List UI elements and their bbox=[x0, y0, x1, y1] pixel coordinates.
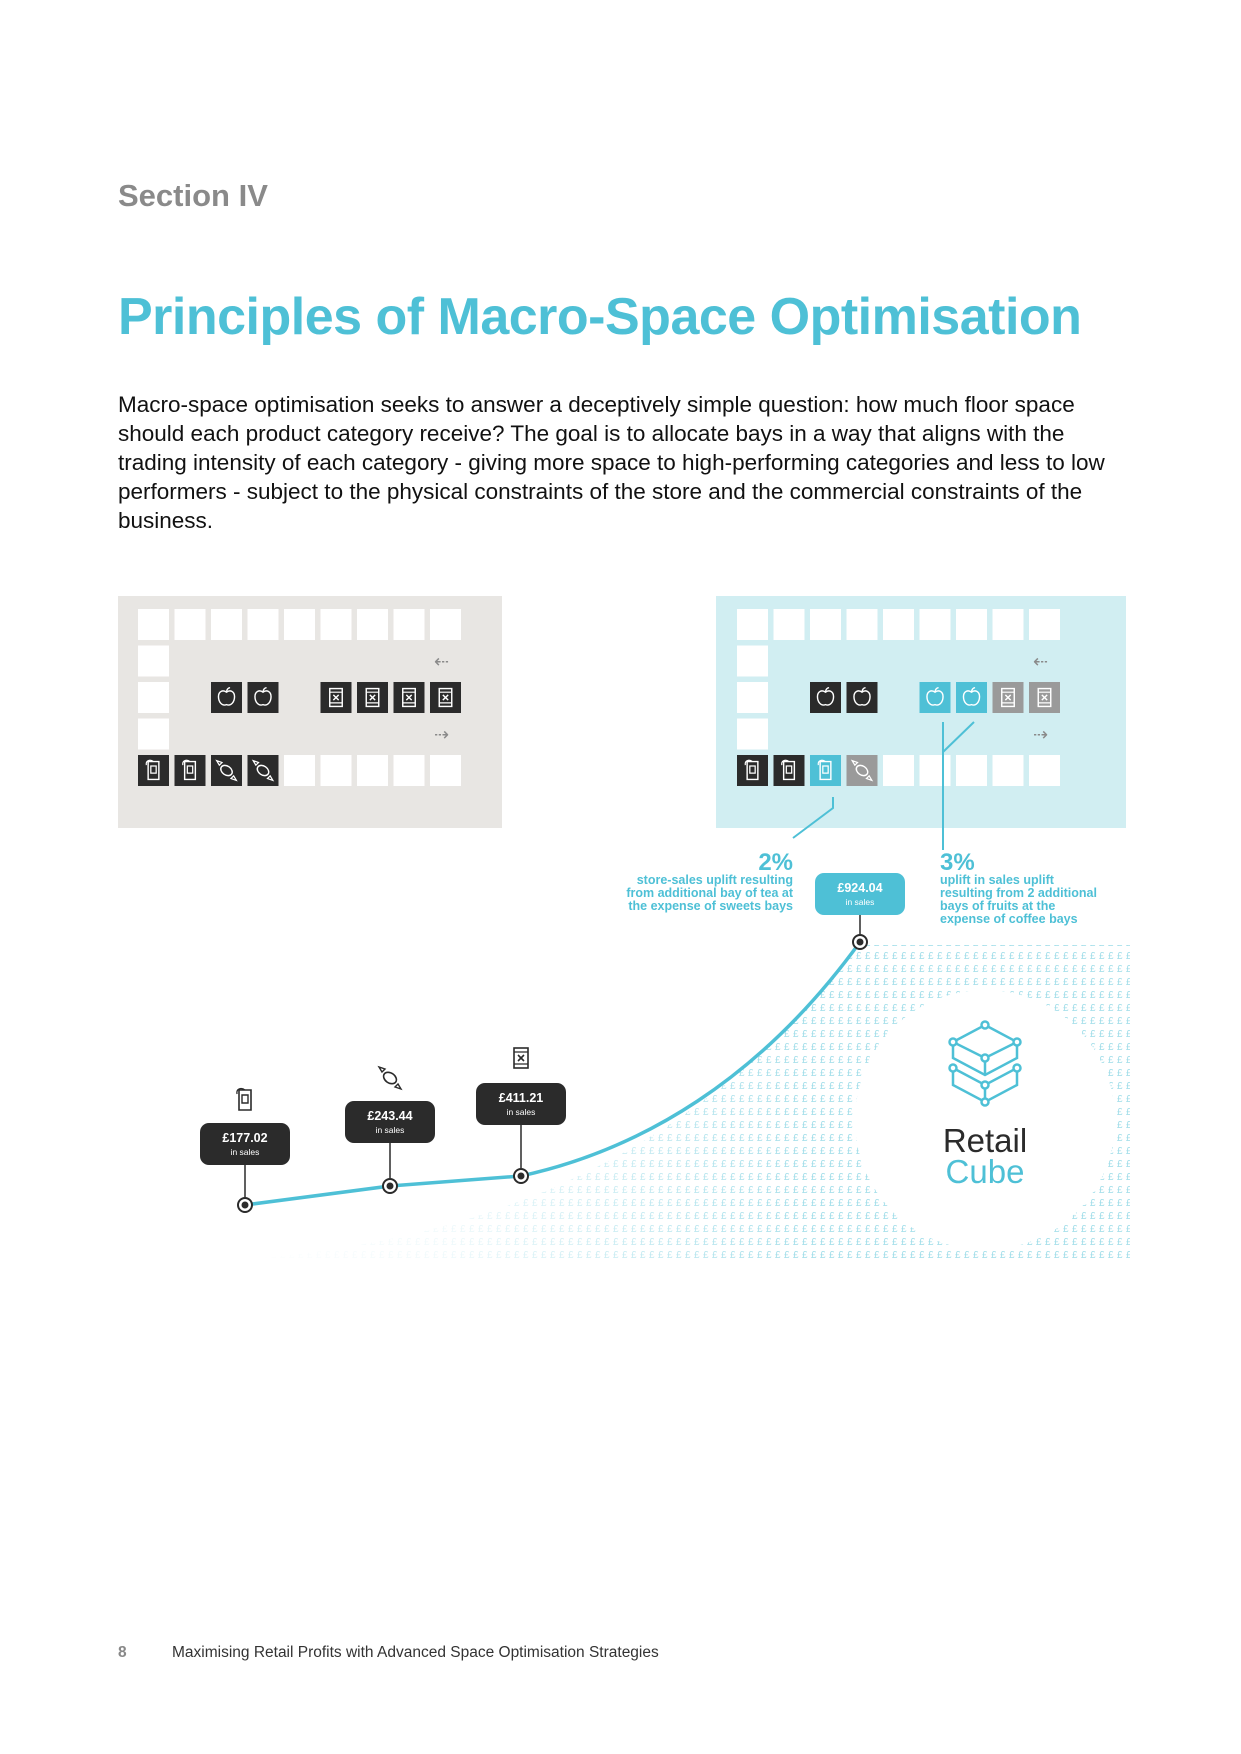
sales-value: £177.02 bbox=[222, 1131, 267, 1145]
sales-value: £924.04 bbox=[837, 881, 882, 895]
sales-growth-curve bbox=[244, 940, 862, 1207]
callout-right-percent: 3% bbox=[940, 849, 975, 876]
tea-bay bbox=[810, 755, 841, 786]
apple-bay bbox=[211, 682, 242, 713]
empty-bay bbox=[883, 609, 914, 640]
section-label: Section IV bbox=[118, 178, 268, 213]
apple-bay bbox=[919, 682, 951, 713]
store-layout-before: ⇠⇢ bbox=[118, 596, 502, 828]
callout-right-line: resulting from 2 additional bbox=[940, 886, 1097, 900]
callout-left-line: the expense of sweets bays bbox=[628, 899, 793, 913]
sales-marker: £243.44 in sales bbox=[345, 1066, 435, 1194]
sales-label: in sales bbox=[507, 1107, 536, 1117]
sweet-bay bbox=[247, 755, 279, 786]
sales-label: in sales bbox=[231, 1147, 260, 1157]
empty-bay bbox=[138, 645, 169, 677]
cube-icon bbox=[948, 1020, 1022, 1107]
pound-field bbox=[240, 940, 1130, 1260]
empty-bay bbox=[1029, 609, 1060, 640]
empty-bay bbox=[919, 609, 951, 640]
tea-bay bbox=[138, 755, 169, 786]
empty-bay bbox=[393, 609, 425, 640]
sales-label: in sales bbox=[376, 1125, 405, 1135]
callout-right-line: expense of coffee bays bbox=[940, 912, 1078, 926]
empty-bay bbox=[992, 755, 1024, 786]
tea-bay bbox=[737, 755, 768, 786]
empty-bay bbox=[138, 718, 169, 750]
empty-bay bbox=[320, 755, 352, 786]
empty-bay bbox=[393, 755, 425, 786]
empty-bay bbox=[956, 609, 987, 640]
sweet-bay bbox=[211, 755, 242, 786]
sweet-bay bbox=[846, 755, 878, 786]
sales-marker: £411.21 in sales bbox=[476, 1047, 566, 1184]
empty-bay bbox=[883, 755, 914, 786]
macro-space-infographic: £ ⇠⇢ ⇠⇢ 2% store-sales uplift resulting … bbox=[118, 596, 1130, 1260]
empty-bay bbox=[737, 682, 768, 713]
sales-label: in sales bbox=[846, 897, 875, 907]
arrow-right-icon: ⇢ bbox=[434, 725, 449, 746]
logo-clearing bbox=[855, 990, 1115, 1250]
tea-bay bbox=[174, 755, 206, 786]
footer-title: Maximising Retail Profits with Advanced … bbox=[172, 1644, 659, 1661]
arrow-left-icon: ⇠ bbox=[434, 652, 449, 673]
apple-bay bbox=[247, 682, 279, 713]
callout-left-percent: 2% bbox=[758, 849, 793, 876]
sales-markers: £177.02 in sales £243.44 in sales £411.21 in … bbox=[200, 873, 905, 1213]
empty-bay bbox=[919, 755, 951, 786]
apple-bay bbox=[810, 682, 841, 713]
empty-bay bbox=[810, 609, 841, 640]
arrow-left-icon: ⇠ bbox=[1033, 652, 1048, 673]
sales-bubble bbox=[815, 873, 905, 915]
callout-right-line: bays of fruits at the bbox=[940, 899, 1055, 913]
logo-text-retail: Retail bbox=[943, 1122, 1027, 1159]
empty-bay bbox=[247, 609, 279, 640]
empty-bay bbox=[992, 609, 1024, 640]
empty-bay bbox=[138, 609, 169, 640]
page-number: 8 bbox=[118, 1644, 127, 1661]
empty-bay bbox=[1029, 755, 1060, 786]
empty-bay bbox=[320, 609, 352, 640]
callout-left: 2% store-sales uplift resulting from add… bbox=[626, 849, 794, 913]
intro-paragraph: Macro-space optimisation seeks to answer… bbox=[118, 392, 1105, 533]
callout-left-line: store-sales uplift resulting bbox=[637, 873, 793, 887]
apple-bay bbox=[956, 682, 987, 713]
tea-bay bbox=[773, 755, 805, 786]
logo-text-cube: Cube bbox=[946, 1153, 1025, 1190]
callout-left-line: from additional bay of tea at bbox=[626, 886, 794, 900]
sales-marker: £924.04 in sales bbox=[815, 873, 905, 950]
empty-bay bbox=[284, 755, 315, 786]
sales-value: £243.44 bbox=[367, 1109, 412, 1123]
sales-bubble bbox=[345, 1101, 435, 1143]
empty-bay bbox=[174, 609, 206, 640]
empty-bay bbox=[357, 755, 388, 786]
empty-bay bbox=[138, 682, 169, 713]
callout-connectors bbox=[792, 721, 975, 850]
sales-bubble bbox=[476, 1083, 566, 1125]
apple-bay bbox=[846, 682, 878, 713]
retail-cube-logo: Retail Cube bbox=[943, 1020, 1027, 1190]
empty-bay bbox=[737, 645, 768, 677]
sales-marker: £177.02 in sales bbox=[200, 1087, 290, 1213]
empty-bay bbox=[430, 755, 461, 786]
sales-value: £411.21 bbox=[499, 1091, 544, 1105]
empty-bay bbox=[284, 609, 315, 640]
empty-bay bbox=[737, 718, 768, 750]
callout-right-line: uplift in sales uplift bbox=[940, 873, 1055, 887]
empty-bay bbox=[737, 609, 768, 640]
empty-bay bbox=[430, 609, 461, 640]
page-title: Principles of Macro-Space Optimisation bbox=[118, 288, 1082, 346]
sales-bubble bbox=[200, 1123, 290, 1165]
empty-bay bbox=[357, 609, 388, 640]
empty-bay bbox=[773, 609, 805, 640]
store-layout-after: ⇠⇢ bbox=[716, 596, 1126, 828]
arrow-right-icon: ⇢ bbox=[1033, 725, 1048, 746]
empty-bay bbox=[846, 609, 878, 640]
callout-right: 3% uplift in sales uplift resulting from… bbox=[940, 849, 1097, 926]
empty-bay bbox=[211, 609, 242, 640]
empty-bay bbox=[956, 755, 987, 786]
